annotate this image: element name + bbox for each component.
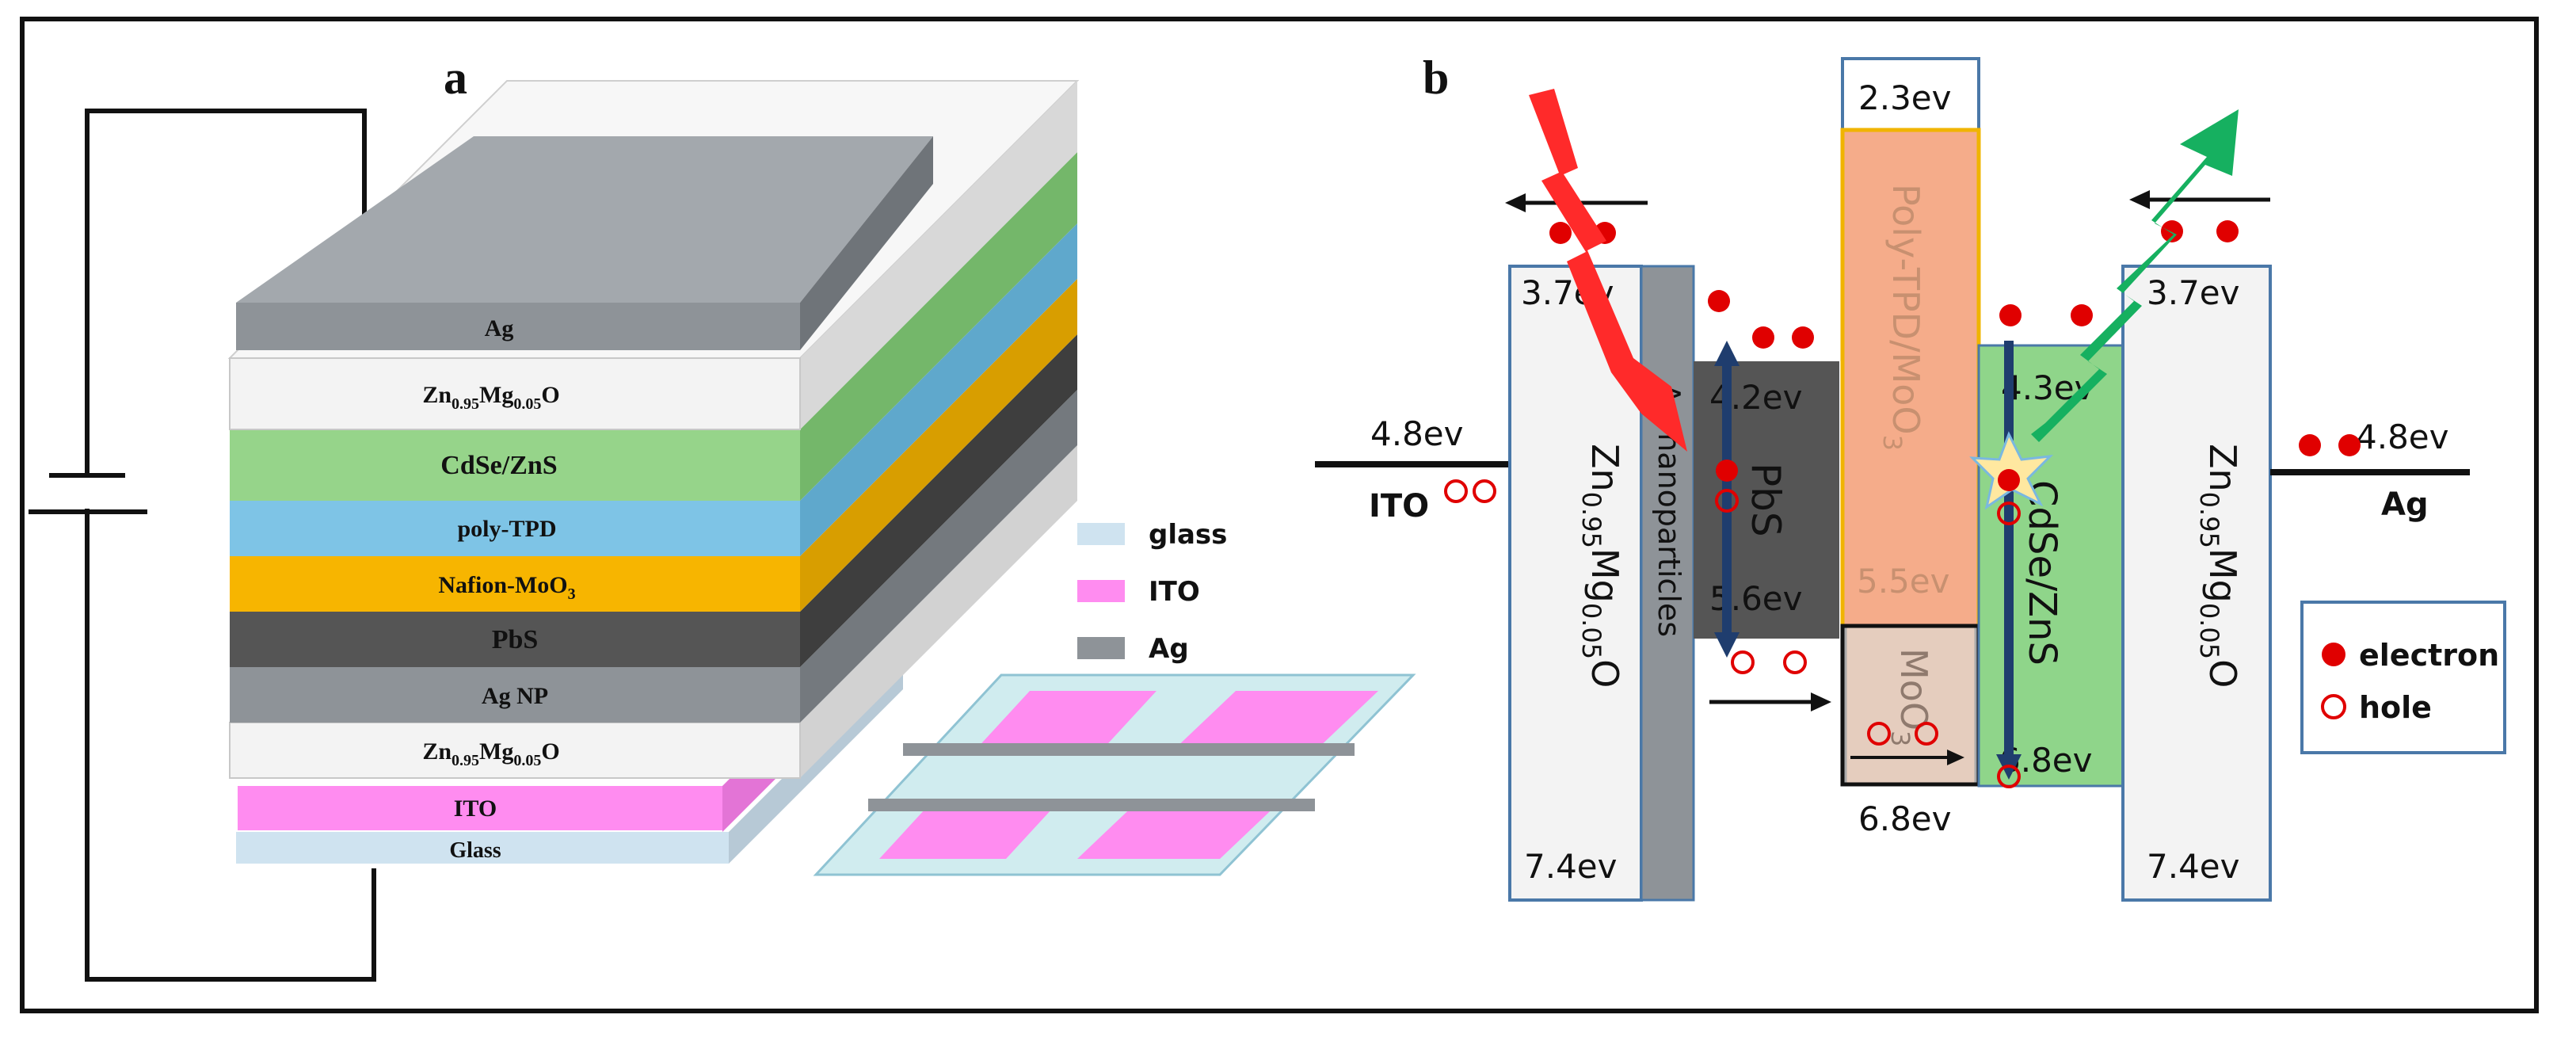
legend-hole-marker [2321, 694, 2346, 719]
cdse-top: 4.3ev [2001, 368, 2094, 407]
layer-poly-tpd [230, 223, 1077, 556]
legend-swatch-ito [1077, 580, 1125, 602]
electron-8 [2071, 304, 2093, 326]
poly-tpd-top: 2.3ev [1858, 78, 1952, 117]
electron-6 [1716, 460, 1738, 482]
layer-znmgo-bottom [229, 445, 1077, 779]
layer-nafion-moo3 [230, 279, 1077, 612]
layer-ag-top [236, 136, 933, 350]
cdse-name: CdSe/ZnS [2020, 480, 2064, 666]
moo3-hole-2 [1915, 722, 1938, 746]
arrow-electron-left-head [1505, 193, 1526, 212]
electron-5 [1792, 326, 1814, 349]
poly-tpd-bottom: 5.5ev [1857, 562, 1950, 601]
ag-label: Ag [2381, 486, 2429, 523]
hole-3 [1783, 650, 1807, 674]
hole-4 [1997, 502, 2021, 525]
panel-b-label: b [1423, 51, 1449, 104]
layer-label-pbs: PbS [492, 625, 539, 654]
hole-1 [1715, 489, 1739, 513]
ito-hole-1 [1444, 479, 1468, 503]
ito-label: ITO [1369, 488, 1429, 524]
legend-swatch-ag [1077, 637, 1125, 659]
panel-a-label: a [444, 51, 467, 104]
ag-electron-1 [2299, 434, 2321, 456]
layer-pbs [230, 334, 1077, 667]
panel-a: a [29, 51, 1416, 982]
hole-2 [1731, 650, 1755, 674]
ag-electron-2 [2338, 434, 2361, 456]
arrow-hole-right-head [1811, 692, 1831, 711]
ag-energy: 4.8ev [2356, 418, 2449, 456]
legend-label-ag: Ag [1149, 633, 1189, 665]
poly-tpd-name: Poly-TPD/MoO3 [1877, 184, 1927, 451]
legend-label-ito: ITO [1149, 576, 1200, 608]
ito-hole-2 [1473, 479, 1496, 503]
electron-7 [1999, 304, 2022, 326]
substrate-pattern [813, 673, 1416, 876]
layer-label-poly-tpd: poly-TPD [457, 516, 556, 542]
legend-box [2300, 601, 2506, 754]
znmgo-left-name: Zn0.95Mg0.05O [1576, 444, 1626, 688]
incoming-photon-arrow [1529, 89, 1687, 452]
legend-label-glass: glass [1149, 519, 1227, 551]
znmgo-right-top: 3.7ev [2147, 273, 2240, 312]
znmgo-right-name: Zn0.95Mg0.05O [2194, 444, 2244, 688]
panel-a-legend: glass ITO Ag [1077, 519, 1227, 665]
layer-label-znmgo-top: Zn0.95Mg0.05O [422, 382, 559, 413]
layer-label-glass: Glass [449, 838, 501, 863]
znmgo-left-bottom: 7.4ev [1524, 847, 1618, 886]
hole-5 [1997, 765, 2021, 788]
legend-electron-marker [2322, 643, 2345, 666]
panel-b-legend: electron hole [2300, 601, 2506, 754]
legend-electron-label: electron [2359, 638, 2499, 673]
ito-energy: 4.8ev [1370, 414, 1464, 453]
moo3-hole-1 [1867, 722, 1891, 746]
pbs-arrow-head-down [1714, 632, 1740, 658]
layer-label-ag: Ag [485, 315, 514, 341]
band-ag-nanoparticles [1640, 265, 1695, 902]
circuit-wire [29, 109, 376, 982]
emitted-photon-arrow [2031, 109, 2239, 442]
electron-4 [1752, 326, 1774, 349]
layer-cdse-zns [230, 152, 1077, 501]
moo3-name: MoO3 [1885, 648, 1935, 746]
arrow-electron-right-head [2129, 190, 2150, 209]
electron-1 [1549, 222, 1572, 244]
electron-3 [1708, 290, 1730, 312]
layer-label-nafion: Nafion-MoO3 [438, 572, 575, 603]
layer-ag-np [230, 390, 1077, 723]
electron-9 [1998, 469, 2020, 491]
moo3-arrow-head [1947, 750, 1964, 765]
panel-b: b 4.8ev ITO 3.7ev 7.4ev Zn0.95Mg0.05O Ag… [1315, 51, 2506, 902]
layer-label-cdse: CdSe/ZnS [440, 451, 557, 480]
layer-label-ito: ITO [454, 795, 497, 822]
electron-10 [2161, 220, 2183, 242]
pbs-arrow-head-up [1714, 341, 1740, 366]
band-znmgo-right [2121, 265, 2272, 902]
pbs-name: PbS [1743, 463, 1789, 537]
znmgo-right-bottom: 7.4ev [2147, 847, 2240, 886]
electron-11 [2216, 220, 2239, 242]
layer-label-ag-np: Ag NP [482, 683, 548, 709]
band-poly-tpd-outline [1841, 57, 1980, 132]
moo3-bottom: 6.8ev [1858, 799, 1952, 838]
legend-swatch-glass [1077, 523, 1125, 545]
layer-label-znmgo-bottom: Zn0.95Mg0.05O [422, 738, 559, 769]
legend-hole-label: hole [2359, 690, 2432, 725]
